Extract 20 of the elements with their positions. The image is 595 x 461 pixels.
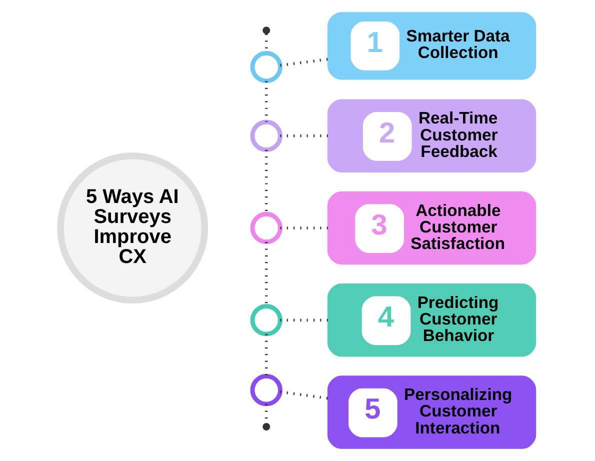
node-circle [250, 304, 282, 336]
connector [280, 318, 328, 322]
node-box: 4 Predicting Customer Behavior [326, 284, 536, 357]
node-circle [250, 120, 282, 152]
node-dot [262, 26, 270, 34]
connector [280, 390, 328, 400]
node-box: 5 Personalizing Customer Interaction [326, 376, 536, 449]
node-box: 2 Real-Time Customer Feedback [326, 99, 536, 172]
node-circle [250, 50, 282, 84]
connector [280, 134, 328, 138]
node-circle: 5 Ways AI Surveys Improve CX [56, 152, 208, 304]
connector [264, 334, 268, 376]
node-circle [250, 212, 282, 244]
node-box: 3 Actionable Customer Satisfaction [326, 191, 536, 265]
connector [280, 58, 328, 67]
node-box: 1 Smarter Data Collection [326, 12, 536, 80]
node-dot [262, 422, 270, 430]
node-circle [250, 374, 282, 406]
connector [264, 81, 268, 122]
connector [280, 226, 328, 230]
